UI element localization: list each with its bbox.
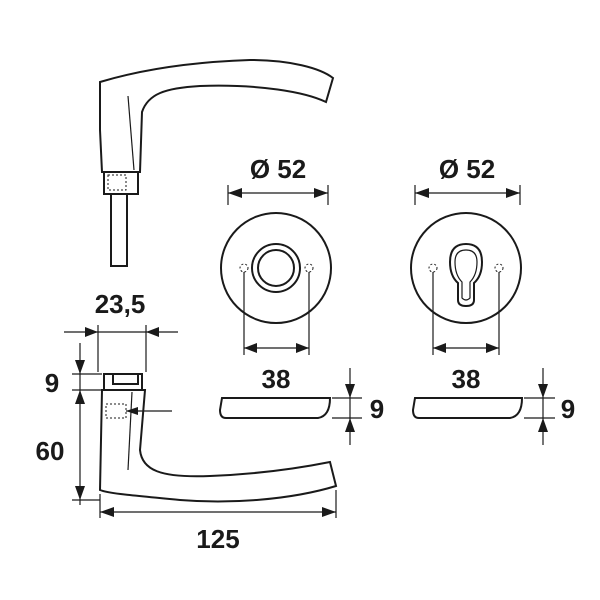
left-rose-profile [218, 397, 332, 419]
right-rose-profile [411, 397, 524, 419]
right-rose-diameter-label: Ø 52 [439, 154, 495, 184]
right-rose-screw-hole [428, 263, 438, 273]
bottom-handle-shading-line [127, 391, 133, 471]
left-rose-thickness-label: 9 [370, 394, 384, 424]
handle-length-label: 125 [196, 524, 239, 554]
top-handle [99, 58, 335, 267]
top-handle-lever [99, 58, 335, 173]
bottom-handle-lever [98, 389, 338, 503]
left-rose: Ø 52 38 9 [218, 154, 384, 445]
right-rose-thickness-label: 9 [561, 394, 575, 424]
keyhole-icon [448, 242, 484, 308]
top-handle-shading-line [127, 95, 135, 171]
left-rose-screw-hole [304, 263, 314, 273]
top-handle-spindle [110, 193, 128, 267]
left-rose-spindle-hole [257, 249, 295, 287]
top-handle-grub-screw [107, 174, 127, 191]
collar-height-label: 9 [45, 368, 59, 398]
right-rose: Ø 52 38 9 [410, 154, 575, 445]
right-rose-spacing-label: 38 [452, 364, 481, 394]
neck-width-label: 23,5 [95, 289, 146, 319]
left-rose-diameter-label: Ø 52 [250, 154, 306, 184]
left-rose-screw-hole [239, 263, 249, 273]
bottom-handle: 23,5 9 60 125 [36, 289, 338, 554]
left-rose-spacing-label: 38 [262, 364, 291, 394]
handle-height-label: 60 [36, 436, 65, 466]
bottom-handle-grub-screw [105, 403, 127, 419]
right-rose-screw-hole [494, 263, 504, 273]
